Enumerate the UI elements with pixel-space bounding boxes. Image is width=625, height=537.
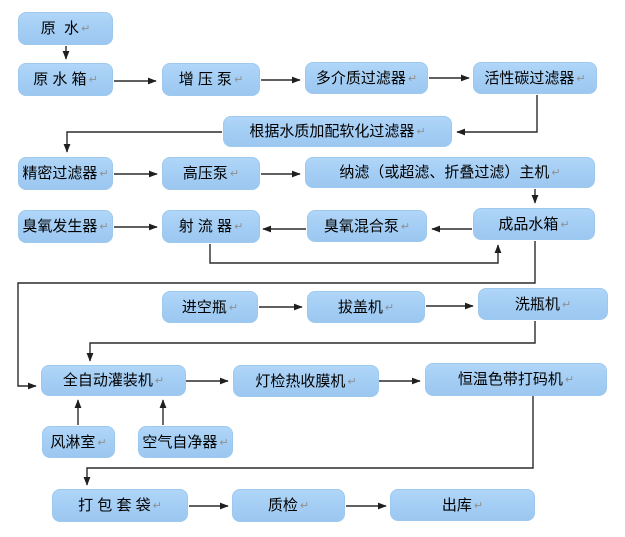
node-label: 风淋室: [50, 433, 96, 451]
edge-softening-precision: [63, 131, 222, 153]
node-label: 空气自净器: [142, 433, 218, 451]
node-ozone-mix-pump: 臭氧混合泵↵: [307, 210, 427, 242]
node-cap-puller: 拔盖机↵: [307, 291, 425, 323]
edge-jet-producttank: [209, 244, 502, 264]
node-label: 臭氧混合泵: [323, 217, 399, 235]
return-mark-icon: ↵: [400, 219, 411, 233]
return-mark-icon: ↵: [299, 499, 310, 512]
node-label: 洗瓶机: [514, 295, 560, 313]
node-outbound: 出库↵: [390, 489, 535, 521]
node-nano-main: 纳滤（或超滤、折叠过滤）主机↵: [305, 157, 595, 188]
node-raw-water: 原 水↵: [18, 12, 113, 45]
return-mark-icon: ↵: [384, 300, 395, 314]
return-mark-icon: ↵: [99, 167, 109, 180]
node-label: 质检: [267, 497, 298, 514]
node-packing-bagging: 打 包 套 袋↵: [52, 489, 188, 522]
node-ribbon-coder: 恒温色带打码机↵: [425, 363, 607, 396]
node-air-purifier: 空气自净器↵: [138, 426, 233, 458]
return-mark-icon: ↵: [81, 22, 91, 35]
node-label: 原 水 箱: [33, 71, 87, 88]
node-label: 增 压 泵: [178, 71, 233, 88]
node-label: 多介质过滤器: [315, 69, 406, 87]
node-multimedia-filter: 多介质过滤器↵: [305, 62, 428, 94]
return-mark-icon: ↵: [234, 220, 244, 233]
return-mark-icon: ↵: [407, 71, 418, 85]
node-jet-device: 射 流 器↵: [162, 210, 260, 243]
node-bottle-washer: 洗瓶机↵: [478, 288, 608, 320]
node-label: 灯检热收膜机: [255, 372, 346, 390]
node-booster-pump: 增 压 泵↵: [162, 63, 260, 96]
node-label: 射 流 器: [178, 218, 233, 235]
node-label: 成品水箱: [498, 215, 559, 233]
return-mark-icon: ↵: [99, 220, 109, 233]
node-label: 高压泵: [182, 165, 228, 182]
return-mark-icon: ↵: [416, 125, 426, 138]
node-ozone-generator: 臭氧发生器↵: [18, 210, 113, 243]
node-auto-filler: 全自动灌装机↵: [41, 365, 186, 396]
return-mark-icon: ↵: [234, 73, 244, 86]
return-mark-icon: ↵: [473, 498, 484, 512]
edge-washer-filler: [86, 321, 536, 362]
node-label: 活性碳过滤器: [484, 69, 575, 87]
node-product-tank: 成品水箱↵: [473, 208, 595, 240]
node-carbon-filter: 活性碳过滤器↵: [473, 62, 597, 94]
return-mark-icon: ↵: [560, 217, 570, 231]
node-raw-tank: 原 水 箱↵: [18, 63, 113, 96]
node-light-inspect-shrink: 灯检热收膜机↵: [233, 365, 379, 397]
node-label: 打 包 套 袋: [78, 497, 151, 514]
return-mark-icon: ↵: [219, 435, 229, 449]
node-label: 出库: [441, 496, 472, 514]
node-label: 纳滤（或超滤、折叠过滤）主机: [339, 164, 550, 181]
edge-coder-packing: [83, 396, 534, 486]
return-mark-icon: ↵: [97, 435, 107, 449]
return-mark-icon: ↵: [228, 300, 239, 314]
edge-carbon-softening: [456, 95, 538, 136]
return-mark-icon: ↵: [229, 167, 240, 180]
node-label: 臭氧发生器: [22, 218, 98, 235]
return-mark-icon: ↵: [88, 73, 98, 86]
return-mark-icon: ↵: [561, 297, 572, 311]
node-label: 恒温色带打码机: [457, 371, 563, 388]
node-quality-check: 质检↵: [232, 489, 345, 522]
return-mark-icon: ↵: [551, 166, 561, 179]
return-mark-icon: ↵: [347, 374, 357, 388]
node-label: 根据水质加配软化过滤器: [249, 123, 415, 140]
edge-producttank-filler: [17, 241, 536, 390]
return-mark-icon: ↵: [564, 373, 575, 386]
node-softening-filter: 根据水质加配软化过滤器↵: [223, 116, 452, 147]
node-hp-pump: 高压泵↵: [162, 157, 260, 190]
return-mark-icon: ↵: [152, 499, 162, 512]
node-label: 拔盖机: [337, 298, 383, 316]
node-label: 精密过滤器: [22, 165, 98, 182]
node-precision-filter: 精密过滤器↵: [18, 157, 113, 190]
return-mark-icon: ↵: [154, 374, 165, 387]
node-label: 原 水: [40, 20, 80, 37]
return-mark-icon: ↵: [576, 71, 586, 85]
node-air-shower: 风淋室↵: [42, 426, 115, 458]
node-label: 进空瓶: [181, 298, 227, 316]
node-label: 全自动灌装机: [62, 372, 153, 389]
node-empty-bottle-in: 进空瓶↵: [162, 291, 258, 323]
